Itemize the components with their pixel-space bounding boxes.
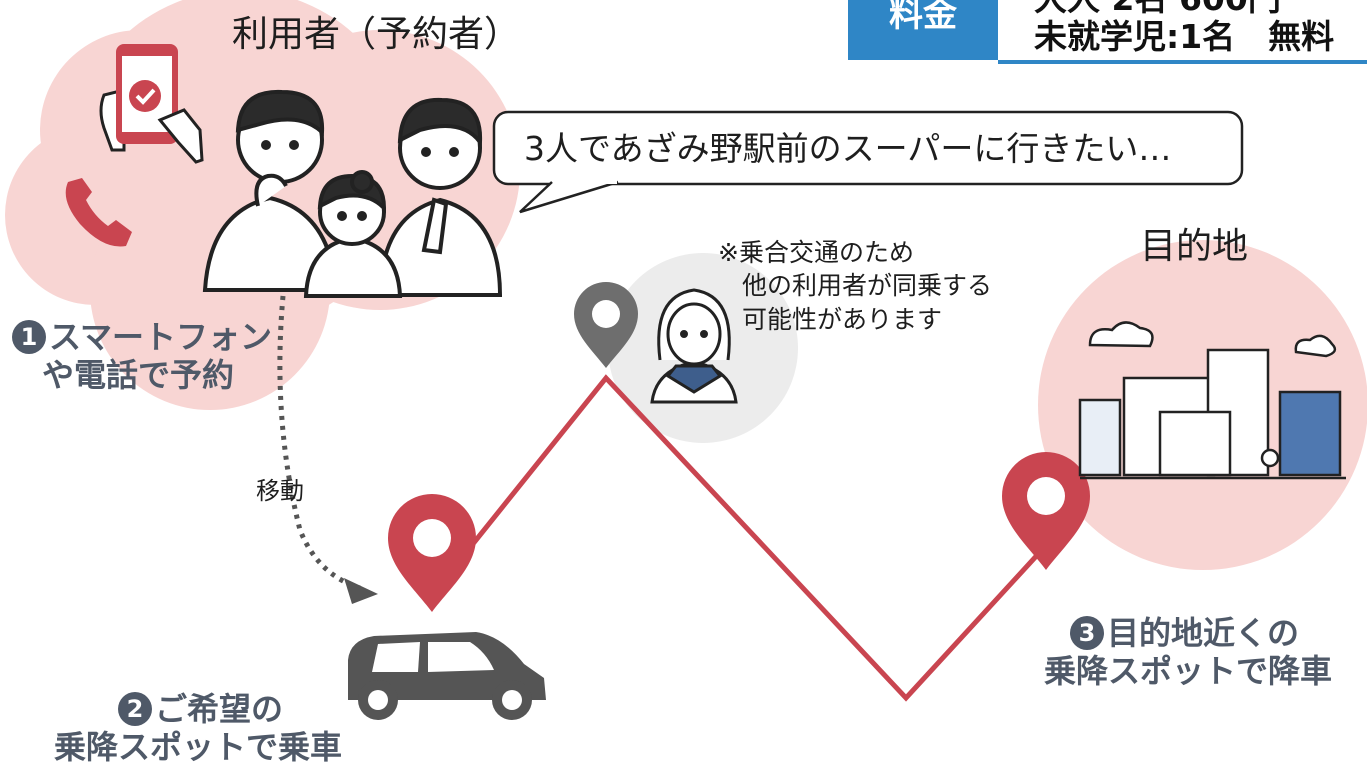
car-icon xyxy=(348,632,546,720)
step-text-line: 乗降スポットで降車 xyxy=(1044,652,1333,691)
family-illustration xyxy=(202,89,503,298)
destination-pin-icon xyxy=(1002,452,1090,570)
smartphone-icon xyxy=(99,44,204,164)
fare-box: 大人 2名 600円 未就学児:1名 無料 xyxy=(998,0,1367,64)
fare-label: 料金 xyxy=(848,0,998,60)
destination-label: 目的地 xyxy=(1140,226,1249,267)
note-line: ※乗合交通のため xyxy=(718,238,914,267)
user-label: 利用者（予約者） xyxy=(232,14,521,55)
fare-line-partial: 大人 2名 600円 xyxy=(1034,0,1281,20)
waypoint-pin-icon xyxy=(574,282,638,368)
speech-bubble-text: 3人であざみ野駅前のスーパーに行きたい… xyxy=(524,129,1172,168)
step-text-line: スマートフォン xyxy=(49,318,273,356)
note-line: 他の利用者が同乗する xyxy=(742,271,993,301)
fare-line-child: 未就学児:1名 無料 xyxy=(1034,17,1335,56)
step-number-badge: 1 xyxy=(12,320,46,354)
note-line: 可能性があります xyxy=(742,304,943,334)
step-text-line: 目的地近くの xyxy=(1107,614,1300,652)
speech-bubble xyxy=(492,110,1244,214)
phone-icon xyxy=(65,178,132,247)
move-label: 移動 xyxy=(256,477,304,505)
route-line xyxy=(458,374,1042,702)
boarding-pin-icon xyxy=(388,494,476,612)
buildings-illustration xyxy=(1078,321,1346,480)
step-number-badge: 2 xyxy=(118,692,152,726)
move-path xyxy=(277,295,361,591)
step-text-line: ご希望の xyxy=(155,690,284,728)
shared-ride-note: ※乗合交通のため 他の利用者が同乗する 可能性があります xyxy=(718,236,992,336)
move-arrowhead-icon xyxy=(344,578,378,604)
step-text-line: 乗降スポットで乗車 xyxy=(54,728,343,767)
step-number-badge: 3 xyxy=(1070,616,1104,650)
passenger-illustration xyxy=(650,288,738,404)
step-text-line: や電話で予約 xyxy=(42,356,235,395)
